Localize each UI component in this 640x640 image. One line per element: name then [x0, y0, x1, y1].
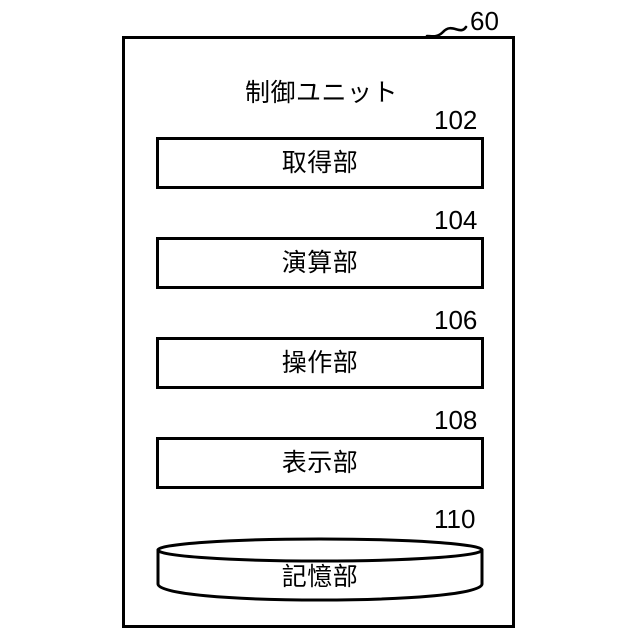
cylinder-shape-icon [156, 537, 484, 602]
component-box-computation: 演算部 [156, 237, 484, 289]
control-unit-container: 制御ユニット [122, 36, 515, 628]
reference-numeral-104: 104 [434, 205, 478, 235]
component-label-computation: 演算部 [281, 248, 359, 277]
reference-numeral-60: 60 [470, 6, 499, 36]
component-label-display: 表示部 [281, 448, 359, 477]
component-label-storage: 記憶部 [281, 562, 359, 591]
component-cylinder-storage: 記憶部 [156, 536, 484, 602]
reference-numeral-102: 102 [434, 105, 478, 135]
reference-numeral-106: 106 [434, 305, 478, 335]
component-label-acquisition: 取得部 [281, 148, 359, 177]
component-box-acquisition: 取得部 [156, 137, 484, 189]
component-box-operation: 操作部 [156, 337, 484, 389]
reference-numeral-108: 108 [434, 405, 478, 435]
control-unit-title: 制御ユニット [244, 79, 398, 107]
reference-numeral-110: 110 [434, 504, 476, 534]
leader-60 [425, 25, 468, 38]
component-label-operation: 操作部 [281, 348, 359, 377]
component-box-display: 表示部 [156, 437, 484, 489]
